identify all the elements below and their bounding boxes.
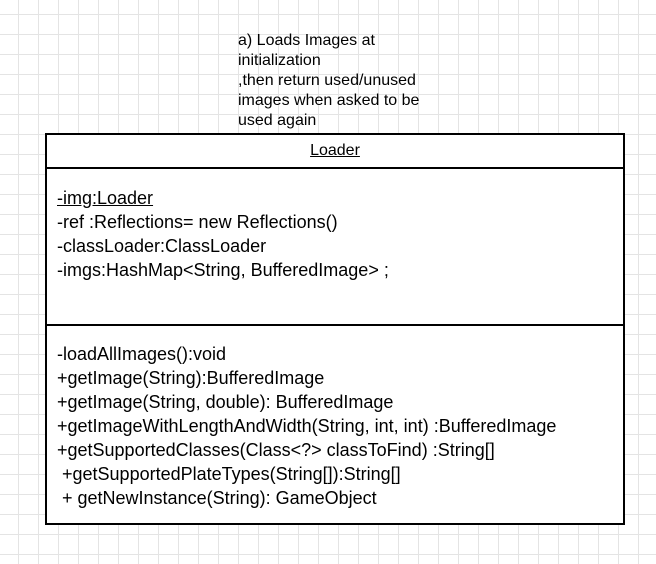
attribute-line: -imgs:HashMap<String, BufferedImage> ; [57,260,389,280]
operation-line: +getSupportedPlateTypes(String[]):String… [57,464,401,484]
operation-line: +getImageWithLengthAndWidth(String, int,… [57,416,557,436]
operation-line: +getImage(String, double): BufferedImage [57,392,394,412]
operations-compartment: -loadAllImages():void +getImage(String):… [47,326,623,510]
operation-line: +getImage(String):BufferedImage [57,368,325,388]
uml-class-box[interactable]: Loader -img:Loader -ref :Reflections= ne… [45,133,625,525]
operation-line: + getNewInstance(String): GameObject [57,488,377,508]
operation-line: -loadAllImages():void [57,344,227,364]
annotation-note: a) Loads Images at initialization ,then … [238,32,420,129]
class-name: Loader [47,135,623,169]
attributes-compartment: -img:Loader -ref :Reflections= new Refle… [47,169,623,326]
attribute-line: -classLoader:ClassLoader [57,236,267,256]
attribute-line: -ref :Reflections= new Reflections() [57,212,338,232]
attribute-line: -img:Loader [57,188,154,208]
operation-line: +getSupportedClasses(Class<?> classToFin… [57,440,495,460]
